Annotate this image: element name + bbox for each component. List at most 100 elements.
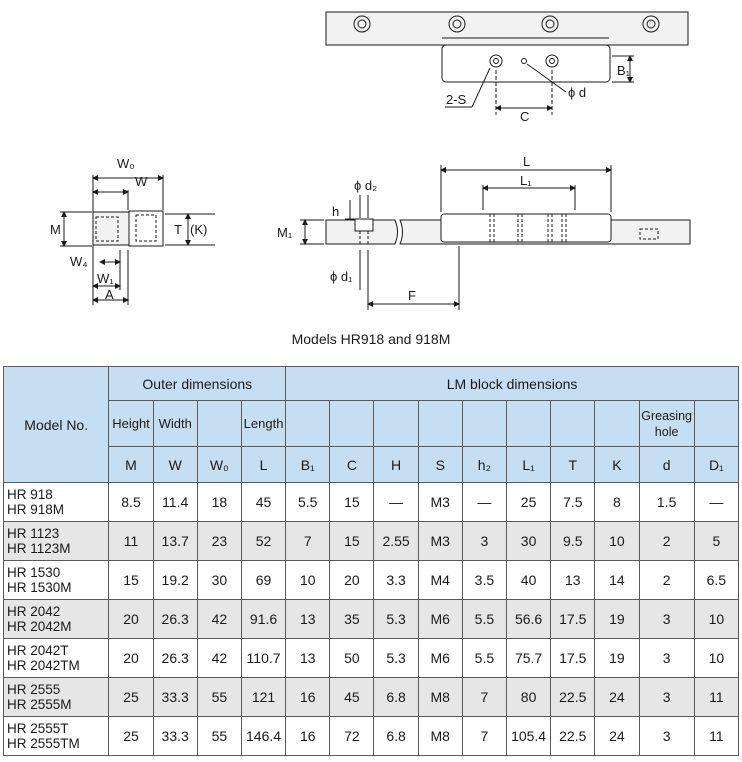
label-a: A [105,287,114,302]
value-cell: 5.5 [461,638,508,678]
model-name: HR 2555 [7,682,61,697]
l1-subheader [505,400,552,447]
value-cell: 17.5 [550,599,596,639]
value-cell: 16 [285,677,331,717]
value-cell: 3 [638,638,695,678]
value-cell: 50 [329,638,375,678]
value-cell: 16 [285,716,331,756]
value-cell: 25 [505,482,552,522]
value-cell: 10 [285,560,331,600]
value-cell: 35 [329,599,375,639]
value-cell: 26.3 [152,638,198,678]
height-header: Height [108,400,154,447]
model-name: HR 2042M [7,619,72,634]
model-name: HR 2042TM [7,658,80,673]
value-cell: 14 [594,560,640,600]
value-cell: 75.7 [505,638,552,678]
value-cell: M4 [417,560,463,600]
symbol-header: W [152,446,198,483]
value-cell: 11.4 [152,482,198,522]
value-cell: 3.3 [373,560,419,600]
value-cell: 11 [108,521,154,561]
value-cell: 42 [196,638,242,678]
value-cell: 5 [693,521,740,561]
value-cell: 110.7 [240,638,287,678]
symbol-header: B₁ [285,446,331,483]
h2-subheader [461,400,508,447]
label-w0: W₀ [117,156,135,171]
label-2s: 2-S [446,92,467,107]
rail-mount-hole [448,15,466,33]
lm-block-dimensions-header: LM block dimensions [285,366,739,401]
value-cell: 52 [240,521,287,561]
value-cell: 3 [638,599,695,639]
value-cell: 20 [329,560,375,600]
value-cell: 17.5 [550,638,596,678]
label-t: T [174,222,182,237]
value-cell: M6 [417,599,463,639]
value-cell: 10 [594,521,640,561]
value-cell: 42 [196,599,242,639]
label-m1: M₁ [277,225,293,240]
label-d1: ϕ d₁ [330,269,353,284]
lm-block-side [440,213,612,243]
value-cell: 15 [108,560,154,600]
w0-subheader [196,400,242,447]
value-cell: 24 [594,716,640,756]
value-cell: 15 [329,521,375,561]
model-name: HR 2555TM [7,736,80,751]
value-cell: 26.3 [152,599,198,639]
value-cell: M8 [417,677,463,717]
symbol-header: d [638,446,695,483]
value-cell: 30 [196,560,242,600]
label-k: (K) [190,222,207,237]
greasing-hole-header: Greasing hole [638,400,695,447]
value-cell: 91.6 [240,599,287,639]
value-cell: 8 [594,482,640,522]
model-name: HR 2042T [7,643,69,658]
value-cell: 3 [461,521,508,561]
model-name: HR 1123M [7,541,71,556]
value-cell: 6.8 [373,716,419,756]
value-cell: 146.4 [240,716,287,756]
value-cell: 10 [693,638,740,678]
value-cell: 22.5 [550,677,596,717]
value-cell: 105.4 [505,716,552,756]
value-cell: 56.6 [505,599,552,639]
rail-mount-hole [642,15,660,33]
symbol-header: D₁ [693,446,740,483]
model-no-header: Model No. [2,366,110,483]
symbol-header: C [329,446,375,483]
value-cell: 55 [196,677,242,717]
value-cell: 13 [285,638,331,678]
model-name: HR 1530 [7,565,61,580]
symbol-header: H [373,446,419,483]
label-l1: L₁ [520,173,532,188]
t-subheader [550,400,596,447]
value-cell: 5.3 [373,638,419,678]
model-name: HR 2555M [7,697,72,712]
value-cell: 2 [638,521,695,561]
model-name: HR 2042 [7,604,61,619]
value-cell: 13.7 [152,521,198,561]
value-cell: M3 [417,482,463,522]
value-cell: M8 [417,716,463,756]
value-cell: 11 [693,716,740,756]
value-cell: 69 [240,560,287,600]
symbol-header: S [417,446,463,483]
value-cell: 15 [329,482,375,522]
label-d: ϕ d [568,85,586,100]
value-cell: 20 [108,638,154,678]
value-cell: 45 [240,482,287,522]
label-b1: B₁ [617,63,631,78]
value-cell: 13 [550,560,596,600]
value-cell: 40 [505,560,552,600]
